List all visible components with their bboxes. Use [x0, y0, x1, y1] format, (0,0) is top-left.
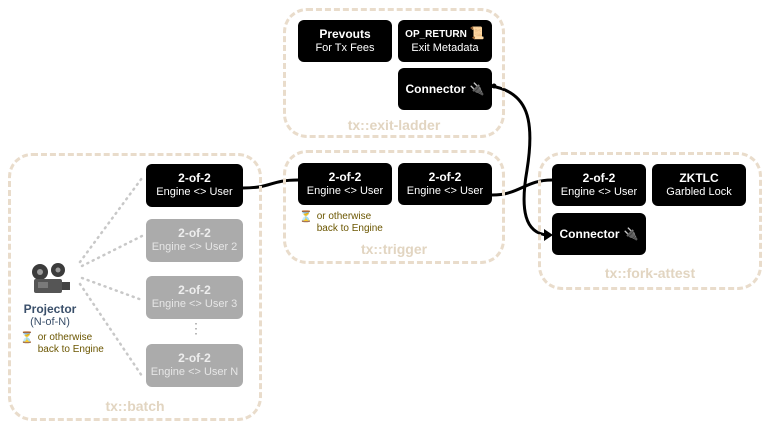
fork-box-2of2[interactable]: 2-of-2 Engine <> User	[552, 164, 646, 206]
op-return-title: OP_RETURN	[405, 29, 467, 41]
batch-box-2-sub: Engine <> User 2	[151, 241, 238, 254]
fork-box-sub: Engine <> User	[560, 185, 638, 198]
batch-box-user-2[interactable]: 2-of-2 Engine <> User 2	[146, 219, 243, 262]
batch-box-user-1[interactable]: 2-of-2 Engine <> User	[146, 164, 243, 207]
batch-box-3-sub: Engine <> User 3	[151, 298, 238, 311]
trigger-box-1[interactable]: 2-of-2 Engine <> User	[298, 163, 392, 205]
zktlc-title: ZKTLC	[679, 170, 719, 185]
trigger-timeout-note: ⏳ or otherwise back to Engine	[299, 211, 383, 235]
batch-box-n-sub: Engine <> User N	[150, 366, 239, 379]
fork-box-title: 2-of-2	[582, 170, 616, 185]
batch-box-user-3[interactable]: 2-of-2 Engine <> User 3	[146, 276, 243, 319]
batch-timeout-note: ⏳ or otherwise back to Engine	[20, 332, 104, 356]
exit-connector-box[interactable]: Connector 🔌	[398, 68, 492, 110]
fanout-line-1	[78, 176, 144, 264]
batch-box-1-title: 2-of-2	[178, 171, 211, 186]
link-batch-to-trigger	[241, 178, 300, 190]
prevouts-box[interactable]: Prevouts For Tx Fees	[298, 20, 392, 62]
exit-connector-title: Connector	[405, 81, 466, 96]
group-label-fork-attest: tx::fork-attest	[604, 265, 696, 281]
fanout-line-2	[80, 234, 144, 268]
projector-label: Projector (N-of-N)	[14, 302, 86, 328]
fork-connector-title: Connector	[559, 226, 620, 241]
group-fork-attest: tx::fork-attest	[538, 152, 762, 290]
hourglass-icon: ⏳	[299, 211, 313, 223]
trigger-box-2-sub: Engine <> User	[406, 184, 484, 197]
link-trigger-to-fork	[490, 178, 554, 197]
batch-ellipsis: ⋮	[189, 320, 203, 336]
hourglass-icon: ⏳	[20, 332, 34, 344]
zktlc-box[interactable]: ZKTLC Garbled Lock	[652, 164, 746, 206]
batch-note-line1: or otherwise	[37, 332, 93, 343]
batch-box-1-sub: Engine <> User	[156, 186, 233, 199]
trigger-box-1-title: 2-of-2	[328, 169, 362, 184]
fanout-line-3	[80, 276, 144, 302]
film-projector-icon	[28, 262, 72, 296]
op-return-box[interactable]: OP_RETURN📜 Exit Metadata	[398, 20, 492, 62]
scroll-icon: 📜	[469, 26, 485, 41]
fork-connector-box[interactable]: Connector 🔌	[552, 213, 646, 255]
plug-icon: 🔌	[469, 81, 485, 96]
group-exit-ladder: tx::exit-ladder	[283, 8, 505, 138]
prevouts-title: Prevouts	[319, 26, 371, 41]
link-exit-connector-to-fork-connector	[489, 84, 549, 237]
link-endpoint-dot	[491, 83, 497, 89]
projector-fanout-lines	[78, 176, 144, 378]
op-return-sub: Exit Metadata	[411, 41, 479, 54]
group-trigger: tx::trigger	[283, 150, 505, 264]
batch-box-user-n[interactable]: 2-of-2 Engine <> User N	[146, 344, 243, 387]
projector-sub: (N-of-N)	[30, 316, 70, 328]
trigger-box-1-sub: Engine <> User	[306, 184, 384, 197]
trigger-note-line2: back to Engine	[316, 223, 383, 234]
batch-box-n-title: 2-of-2	[178, 351, 211, 366]
zktlc-sub: Garbled Lock	[666, 185, 732, 198]
group-batch: tx::batch	[8, 153, 262, 421]
projector-title: Projector	[23, 302, 77, 316]
batch-note-line2: back to Engine	[37, 344, 104, 355]
fanout-line-4	[78, 282, 144, 378]
batch-box-2-title: 2-of-2	[178, 226, 211, 241]
group-label-exit-ladder: tx::exit-ladder	[347, 117, 441, 133]
arrowhead	[544, 229, 553, 241]
prevouts-sub: For Tx Fees	[315, 41, 375, 54]
trigger-note-line1: or otherwise	[316, 211, 372, 222]
plug-icon: 🔌	[623, 226, 639, 241]
batch-box-3-title: 2-of-2	[178, 283, 211, 298]
group-label-trigger: tx::trigger	[360, 241, 428, 257]
trigger-box-2[interactable]: 2-of-2 Engine <> User	[398, 163, 492, 205]
op-return-title-row: OP_RETURN📜	[405, 26, 485, 42]
group-label-batch: tx::batch	[105, 398, 165, 414]
trigger-box-2-title: 2-of-2	[428, 169, 462, 184]
